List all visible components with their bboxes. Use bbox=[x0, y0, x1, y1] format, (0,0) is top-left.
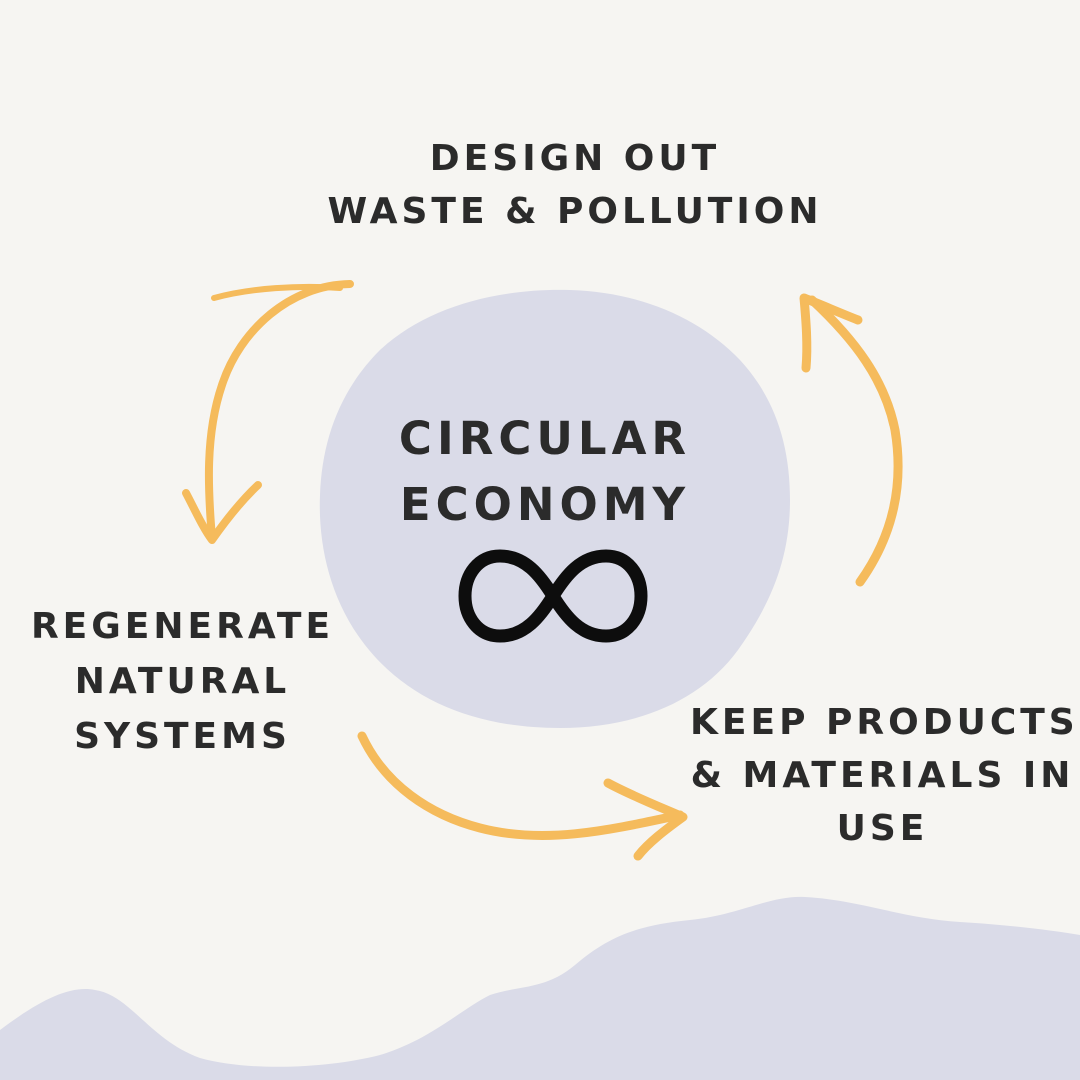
principle-line: KEEP PRODUCTS bbox=[690, 702, 1079, 743]
hills-shape bbox=[0, 896, 1080, 1080]
principle-line: SYSTEMS bbox=[74, 716, 291, 757]
principle-line: DESIGN OUT bbox=[429, 138, 721, 179]
principle-line: USE bbox=[836, 808, 929, 849]
principle-line: NATURAL bbox=[74, 661, 291, 702]
arrow-bottom-icon bbox=[357, 731, 688, 861]
center-title-line-2: ECONOMY bbox=[399, 478, 691, 531]
arrow-right-icon bbox=[799, 293, 903, 587]
principle-line: WASTE & POLLUTION bbox=[327, 191, 823, 232]
principle-line: REGENERATE bbox=[30, 606, 335, 647]
infinity-icon bbox=[458, 549, 648, 643]
arrow-left-icon bbox=[182, 280, 354, 544]
center-title-line-1: CIRCULAR bbox=[398, 412, 692, 465]
center-title: CIRCULAR ECONOMY bbox=[340, 416, 750, 548]
principle-design-out-waste: DESIGN OUT WASTE & POLLUTION bbox=[300, 141, 850, 247]
principle-regenerate-natural-systems: REGENERATE NATURAL SYSTEMS bbox=[0, 609, 365, 774]
center-blob bbox=[319, 289, 790, 728]
principle-keep-products-in-use: KEEP PRODUCTS & MATERIALS IN USE bbox=[690, 705, 1075, 864]
principle-line: & MATERIALS IN bbox=[690, 755, 1075, 796]
